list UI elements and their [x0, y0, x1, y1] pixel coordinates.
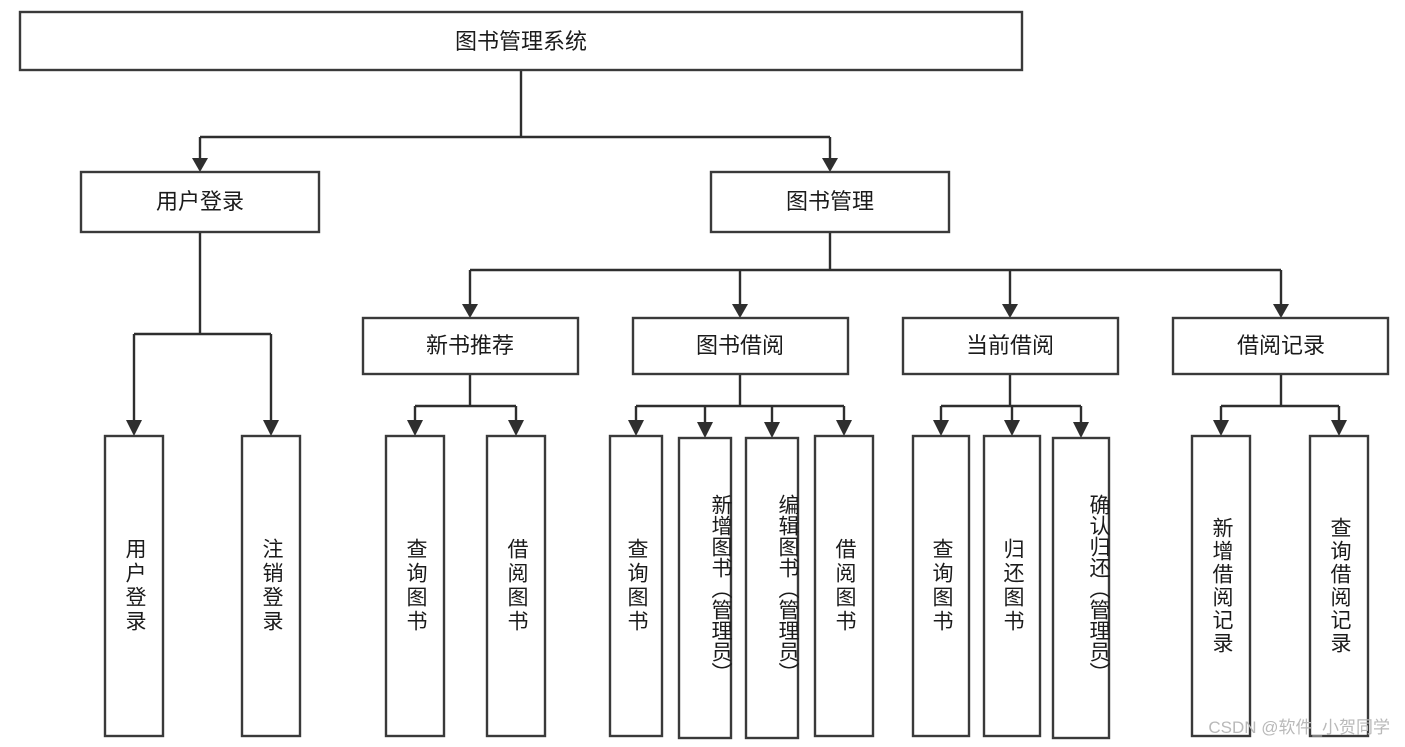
- node-leaf-current-return-book-box[interactable]: [982, 434, 1042, 738]
- connector-layer: [126, 70, 1347, 438]
- node-book-borrow-label: 图书借阅: [696, 333, 784, 358]
- arrow-to-leaf-recommend-query: [407, 420, 423, 436]
- arrow-to-leaf-borrow-query: [628, 420, 644, 436]
- node-book-borrow[interactable]: 图书借阅: [631, 316, 850, 376]
- node-leaf-current-confirm-return-box[interactable]: [1051, 436, 1111, 740]
- arrow-to-book-management: [822, 158, 838, 172]
- node-current-borrow-box[interactable]: [901, 316, 1120, 376]
- arrow-to-borrow-records: [1273, 304, 1289, 318]
- node-leaf-borrow-add-book-box[interactable]: [677, 436, 733, 740]
- arrow-to-leaf-current-return: [1004, 420, 1020, 436]
- node-leaf-user-login-box[interactable]: [103, 434, 165, 738]
- connector-bookborrow-bus: [634, 374, 846, 426]
- leaf-boxes-layer: [103, 434, 1370, 740]
- connector-records-bus: [1219, 374, 1341, 424]
- node-new-book-recommend-label: 新书推荐: [426, 333, 514, 358]
- node-root-box[interactable]: [18, 10, 1024, 72]
- arrow-to-leaf-current-query: [933, 420, 949, 436]
- arrow-to-leaf-borrow-add: [697, 422, 713, 438]
- node-leaf-borrow-edit-book-box[interactable]: [744, 436, 800, 740]
- node-root[interactable]: 图书管理系统: [18, 10, 1024, 72]
- node-book-management[interactable]: 图书管理: [709, 170, 951, 234]
- node-user-login[interactable]: 用户登录: [79, 170, 321, 234]
- arrow-to-leaf-user-login: [126, 420, 142, 436]
- node-borrow-records[interactable]: 借阅记录: [1171, 316, 1390, 376]
- arrow-to-new-book-recommend: [462, 304, 478, 318]
- node-leaf-records-add-box[interactable]: [1190, 434, 1252, 738]
- node-leaf-borrow-query-book-box[interactable]: [608, 434, 664, 738]
- connector-root-bus: [198, 70, 832, 160]
- arrow-to-leaf-current-confirm: [1073, 422, 1089, 438]
- arrow-to-leaf-borrow-edit: [764, 422, 780, 438]
- connector-recommend-bus: [413, 374, 518, 424]
- arrow-to-leaf-records-query: [1331, 420, 1347, 436]
- node-leaf-borrow-lend-book-box[interactable]: [813, 434, 875, 738]
- arrow-to-current-borrow: [1002, 304, 1018, 318]
- arrow-to-leaf-user-logout: [263, 420, 279, 436]
- csdn-watermark: CSDN @软件_小贺同学: [1208, 718, 1390, 737]
- node-borrow-records-label: 借阅记录: [1237, 333, 1325, 358]
- node-root-label: 图书管理系统: [455, 29, 587, 54]
- node-borrow-records-box[interactable]: [1171, 316, 1390, 376]
- connector-userlogin-bus: [132, 232, 273, 424]
- node-leaf-current-query-book-box[interactable]: [911, 434, 971, 738]
- connector-currentborrow-bus: [939, 374, 1083, 426]
- node-leaf-recommend-query-book-box[interactable]: [384, 434, 446, 738]
- node-book-management-box[interactable]: [709, 170, 951, 234]
- arrow-to-user-login: [192, 158, 208, 172]
- node-user-login-box[interactable]: [79, 170, 321, 234]
- node-leaf-recommend-borrow-book-box[interactable]: [485, 434, 547, 738]
- node-user-login-label: 用户登录: [156, 189, 244, 214]
- node-current-borrow-label: 当前借阅: [966, 333, 1054, 358]
- arrow-to-leaf-records-add: [1213, 420, 1229, 436]
- node-current-borrow[interactable]: 当前借阅: [901, 316, 1120, 376]
- node-book-borrow-box[interactable]: [631, 316, 850, 376]
- arrow-to-leaf-borrow-lend: [836, 420, 852, 436]
- node-new-book-recommend-box[interactable]: [361, 316, 580, 376]
- arrow-to-leaf-recommend-borrow: [508, 420, 524, 436]
- node-new-book-recommend[interactable]: 新书推荐: [361, 316, 580, 376]
- arrow-to-book-borrow: [732, 304, 748, 318]
- node-leaf-user-logout-box[interactable]: [240, 434, 302, 738]
- connector-bookmgmt-bus: [468, 232, 1283, 306]
- node-leaf-records-query-box[interactable]: [1308, 434, 1370, 738]
- node-book-management-label: 图书管理: [786, 189, 874, 214]
